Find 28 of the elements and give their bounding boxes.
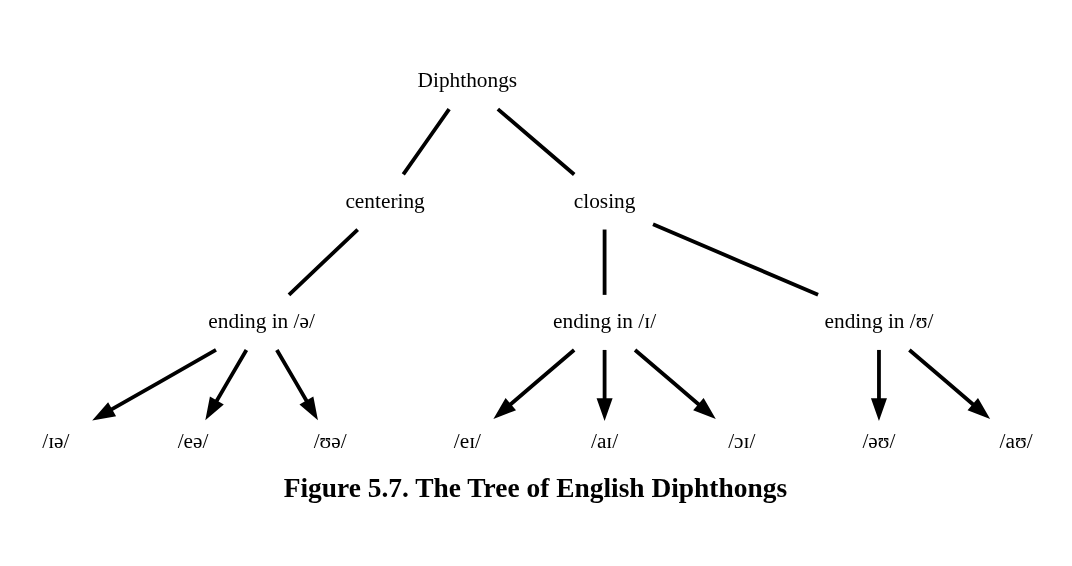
node-text: /ɔɪ/ [728,428,756,453]
node-text: ending in /ə/ [208,308,315,333]
arrow [275,348,318,420]
arrow [633,348,716,419]
node-text: /ɪə/ [42,428,70,453]
arrow [205,348,249,420]
node-text: closing [573,188,636,213]
node-text: Diphthongs [417,67,518,92]
node-text: /ʊə/ [313,428,347,453]
node-text: ending in /ɪ/ [553,308,657,333]
node-text: centering [345,188,425,213]
connector [287,227,359,296]
connector [401,107,451,176]
arrow [870,349,887,421]
caption: Figure 5.7. The Tree of English Diphthongs [283,472,788,503]
node-text: /eɪ/ [453,428,482,453]
arrow [92,347,217,421]
connector [496,107,576,176]
node-text: /eə/ [177,428,209,453]
node-text: /əʊ/ [862,428,896,453]
node-text: /aɪ/ [590,428,619,453]
arrow [596,349,613,421]
arrow [493,348,576,419]
connector [652,221,819,297]
arrow [908,348,991,419]
node-text: /aʊ/ [999,428,1033,453]
connector [602,229,607,295]
node-text: ending in /ʊ/ [824,308,934,333]
